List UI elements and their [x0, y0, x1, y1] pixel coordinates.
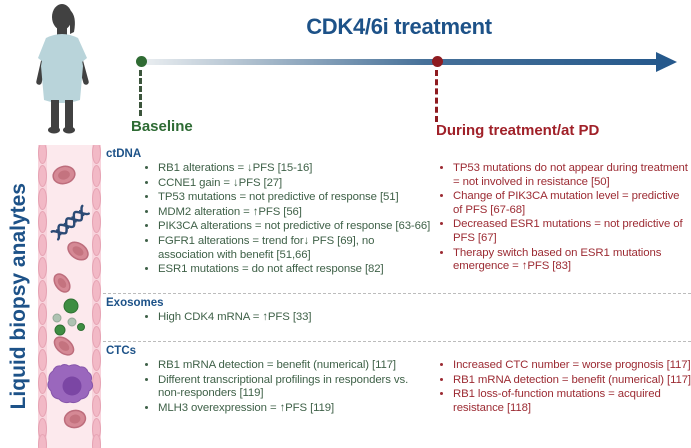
patient-illustration — [36, 4, 89, 134]
during-treatment-label: During treatment/at PD — [436, 122, 600, 139]
bullet-item: Increased CTC number = worse prognosis [… — [453, 359, 691, 373]
bullet-item: CCNE1 gain = ↓PFS [27] — [158, 177, 431, 191]
baseline-label: Baseline — [131, 118, 193, 135]
during-dashed-line — [435, 70, 438, 122]
ctdna-during-list: TP53 mutations do not appear during trea… — [437, 162, 691, 278]
bullet-item: Change of PIK3CA mutation level = predic… — [453, 190, 691, 217]
bullet-item: High CDK4 mRNA = ↑PFS [33] — [158, 311, 431, 325]
bullet-item: MDM2 alteration = ↑PFS [56] — [158, 206, 431, 220]
baseline-dashed-line — [139, 70, 142, 116]
page-title: CDK4/6i treatment — [306, 14, 492, 39]
bullet-item: FGFR1 alterations = trend for↓ PFS [69],… — [158, 235, 431, 262]
timeline-arrow — [136, 59, 660, 65]
bullet-item: Therapy switch based on ESR1 mutations e… — [453, 247, 691, 274]
exosome-cluster-icon — [52, 298, 85, 336]
bullet-item: TP53 mutations do not appear during trea… — [453, 162, 691, 189]
sidebar-title-text: Liquid biopsy analytes — [6, 183, 30, 410]
section-label-ctdna: ctDNA — [106, 148, 142, 160]
section-ctdna: ctDNA RB1 alterations = ↓PFS [15-16]CCNE… — [103, 145, 691, 293]
bullet-item: RB1 alterations = ↓PFS [15-16] — [158, 162, 431, 176]
baseline-dot-icon — [136, 56, 147, 67]
vessel-wall — [38, 145, 101, 448]
ctc-cell-icon — [47, 364, 94, 404]
section-ctcs: CTCs RB1 mRNA detection = benefit (numer… — [103, 341, 691, 448]
analyte-sections: ctDNA RB1 alterations = ↓PFS [15-16]CCNE… — [103, 145, 691, 448]
blood-vessel-illustration — [38, 145, 101, 448]
ctcs-during-list: Increased CTC number = worse prognosis [… — [437, 359, 691, 416]
arrowhead-icon — [656, 52, 677, 72]
bullet-item: Decreased ESR1 mutations = not predictiv… — [453, 218, 691, 245]
bullet-item: RB1 mRNA detection = benefit (numerical)… — [158, 359, 431, 373]
exosomes-baseline-list: High CDK4 mRNA = ↑PFS [33] — [106, 311, 437, 326]
bullet-item: RB1 loss-of-function mutations = acquire… — [453, 388, 691, 415]
bullet-item: ESR1 mutations = do not affect response … — [158, 263, 431, 277]
during-dot-icon — [432, 56, 443, 67]
ctdna-baseline-list: RB1 alterations = ↓PFS [15-16]CCNE1 gain… — [106, 162, 437, 278]
section-label-ctcs: CTCs — [106, 345, 137, 357]
dna-icon — [50, 204, 90, 241]
bullet-item: PIK3CA alterations = not predictive of r… — [158, 220, 431, 234]
ctcs-baseline-list: RB1 mRNA detection = benefit (numerical)… — [106, 359, 437, 416]
sidebar-title: Liquid biopsy analytes — [0, 145, 37, 448]
bullet-item: TP53 mutations = not predictive of respo… — [158, 191, 431, 205]
bullet-item: Different transcriptional profilings in … — [158, 374, 431, 401]
bullet-item: RB1 mRNA detection = benefit (numerical)… — [453, 374, 691, 388]
section-exosomes: Exosomes High CDK4 mRNA = ↑PFS [33] — [103, 293, 691, 341]
bullet-item: MLH3 overexpression = ↑PFS [119] — [158, 402, 431, 416]
red-blood-cell-icon — [52, 165, 89, 429]
exosomes-during-list — [437, 311, 691, 326]
section-label-exosomes: Exosomes — [106, 297, 164, 309]
